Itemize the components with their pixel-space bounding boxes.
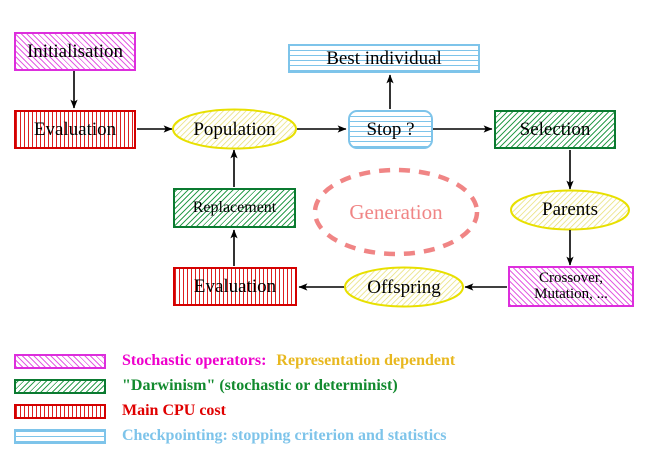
node-population-label: Population: [193, 118, 276, 140]
node-evaluation-bottom[interactable]: Evaluation: [173, 267, 297, 306]
node-evaluation-top-label: Evaluation: [33, 118, 117, 140]
legend-text-representation-dependent: Representation dependent: [276, 352, 456, 369]
node-initialisation-label: Initialisation: [26, 40, 124, 62]
population-ellipse-shape: [172, 108, 297, 150]
node-population[interactable]: Population: [173, 110, 296, 149]
legend-row-darwinism: "Darwinism" (stochastic or determinist): [14, 375, 664, 397]
node-offspring-label: Offspring: [367, 276, 441, 298]
node-best-individual-label: Best individual: [326, 47, 442, 69]
node-offspring[interactable]: Offspring: [345, 268, 463, 307]
node-crossover-mutation-label: Crossover, Mutation, ...: [534, 269, 608, 302]
node-stop[interactable]: Stop ?: [348, 110, 433, 149]
node-selection-label: Selection: [519, 118, 591, 140]
node-initialisation[interactable]: Initialisation: [14, 32, 136, 71]
node-selection[interactable]: Selection: [494, 110, 616, 149]
legend-text-stochastic-operators: Stochastic operators:: [122, 352, 267, 369]
red-vertical-hatch-swatch-icon: [14, 403, 106, 419]
legend-row-stochastic-operators: Stochastic operators: Representation dep…: [14, 350, 664, 372]
legend-text-darwinism: "Darwinism" (stochastic or determinist): [122, 377, 398, 394]
legend-row-checkpointing: Checkpointing: stopping criterion and st…: [14, 425, 664, 447]
node-evaluation-bottom-label: Evaluation: [193, 275, 277, 297]
node-evaluation-top[interactable]: Evaluation: [14, 110, 136, 149]
green-diagonal-hatch-swatch-icon: [14, 378, 106, 394]
node-best-individual[interactable]: Best individual: [288, 44, 480, 73]
node-crossover-mutation[interactable]: Crossover, Mutation, ...: [508, 266, 634, 307]
legend: Stochastic operators: Representation dep…: [0, 340, 670, 465]
node-replacement[interactable]: Replacement: [173, 188, 296, 228]
legend-text-main-cpu-cost: Main CPU cost: [122, 402, 226, 419]
node-stop-label: Stop ?: [366, 118, 415, 140]
legend-row-main-cpu-cost: Main CPU cost: [14, 400, 664, 422]
node-generation-label: Generation: [349, 199, 443, 224]
node-parents[interactable]: Parents: [511, 190, 629, 229]
node-parents-label: Parents: [542, 198, 598, 220]
blue-horizontal-hatch-swatch-icon: [14, 428, 106, 444]
node-replacement-label: Replacement: [192, 198, 277, 216]
magenta-diagonal-hatch-swatch-icon: [14, 353, 106, 369]
node-generation: Generation: [315, 192, 477, 232]
legend-text-checkpointing: Checkpointing: stopping criterion and st…: [122, 427, 447, 444]
generation-loop-ellipse: [312, 167, 480, 257]
offspring-ellipse-shape: [344, 266, 464, 308]
parents-ellipse-shape: [510, 189, 630, 231]
